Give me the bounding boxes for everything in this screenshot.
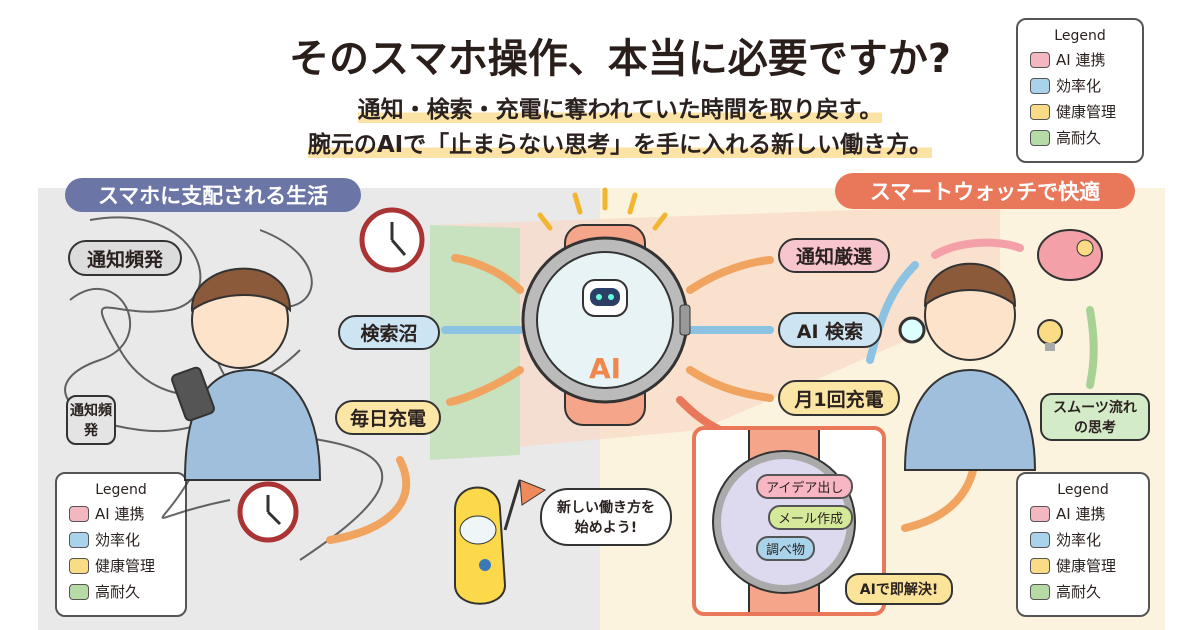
- legend-label: 健康管理: [95, 557, 156, 575]
- stressed-person-icon: [171, 267, 322, 481]
- label-notify-small: 通知頻発: [66, 395, 116, 445]
- brain-icon: [1037, 229, 1103, 281]
- legend-label: AI 連携: [1056, 505, 1106, 523]
- swatch-pink: [1030, 505, 1050, 522]
- swatch-blue: [1030, 531, 1050, 548]
- swatch-blue: [1030, 77, 1050, 94]
- legend-label: 効率化: [1056, 531, 1102, 549]
- smartwatch-icon: [521, 224, 691, 426]
- happy-person-icon: [898, 262, 1037, 471]
- subtitle-1-text: 通知・検索・充電に奪われていた時間を取り戻す。: [357, 97, 883, 123]
- banana-mascot-icon: [454, 479, 547, 605]
- legend-item: 効率化: [1030, 529, 1136, 550]
- label-search-swamp: 検索沼: [338, 315, 440, 350]
- legend-label: 高耐久: [1056, 583, 1102, 601]
- subtitle-1: 通知・検索・充電に奪われていた時間を取り戻す。: [0, 90, 1200, 124]
- legend-bottom-left: Legend AI 連携 効率化 健康管理 高耐久: [55, 472, 187, 617]
- label-notify-frequent: 通知頻発: [68, 240, 182, 276]
- mascot-speech-bubble: 新しい働き方を始めよう!: [540, 488, 672, 546]
- lightbulb-icon: [1037, 319, 1063, 351]
- arrows-left: [326, 254, 524, 544]
- inset-watch-panel: アイデア出し メール作成 調べ物: [692, 426, 886, 616]
- legend-title: Legend: [95, 482, 147, 498]
- swatch-green: [69, 583, 89, 600]
- subtitle-2: 腕元のAIで「止まらない思考」を手に入れる新しい働き方。: [0, 125, 1200, 159]
- swatch-pink: [69, 505, 89, 522]
- legend-label: 高耐久: [1056, 129, 1102, 147]
- legend-label: AI 連携: [1056, 51, 1106, 69]
- legend-item: 高耐久: [1030, 581, 1136, 602]
- label-ai-search: AI 検索: [778, 312, 882, 348]
- legend-top: Legend AI 連携 効率化 健康管理 高耐久: [1016, 18, 1144, 163]
- legend-item: AI 連携: [1030, 503, 1136, 524]
- swatch-green: [1030, 583, 1050, 600]
- left-header: スマホに支配される生活: [65, 178, 361, 212]
- legend-bottom-right: Legend AI 連携 効率化 健康管理 高耐久: [1016, 472, 1150, 617]
- swatch-yellow: [1030, 557, 1050, 574]
- swatch-yellow: [69, 557, 89, 574]
- label-smooth-thinking: スムーツ流れの思考: [1040, 393, 1150, 441]
- legend-item: 効率化: [69, 529, 173, 550]
- chat-bubble: 調べ物: [756, 536, 816, 561]
- legend-item: AI 連携: [1030, 49, 1130, 70]
- legend-item: 健康管理: [1030, 101, 1130, 122]
- label-monthly-charge: 月1回充電: [778, 380, 900, 416]
- legend-item: 健康管理: [1030, 555, 1136, 576]
- label-daily-charge: 毎日充電: [335, 400, 441, 435]
- chat-bubble: アイデア出し: [756, 474, 854, 499]
- clock-icon: [237, 481, 299, 543]
- legend-item: 健康管理: [69, 555, 173, 576]
- swatch-pink: [1030, 51, 1050, 68]
- legend-title: Legend: [1057, 482, 1109, 498]
- legend-item: AI 連携: [69, 503, 173, 524]
- legend-label: 効率化: [95, 531, 141, 549]
- legend-title: Legend: [1054, 28, 1106, 44]
- legend-item: 高耐久: [1030, 127, 1130, 148]
- legend-label: 高耐久: [95, 583, 141, 601]
- legend-label: 健康管理: [1056, 103, 1117, 121]
- swatch-green: [1030, 129, 1050, 146]
- swatch-blue: [69, 531, 89, 548]
- legend-item: 効率化: [1030, 75, 1130, 96]
- label-notify-select: 通知厳選: [778, 238, 890, 273]
- legend-label: AI 連携: [95, 505, 145, 523]
- callout-ai-solve: AIで即解決!: [845, 573, 953, 605]
- legend-item: 高耐久: [69, 581, 173, 602]
- page-title: そのスマホ操作、本当に必要ですか?: [288, 36, 951, 82]
- right-header: スマートウォッチで快適: [835, 173, 1135, 209]
- chat-bubble: メール作成: [768, 505, 854, 530]
- swatch-yellow: [1030, 103, 1050, 120]
- clock-icon: [359, 207, 425, 273]
- legend-label: 健康管理: [1056, 557, 1117, 575]
- ai-badge: AI: [588, 352, 622, 385]
- shine-lines-icon: [537, 187, 668, 231]
- legend-label: 効率化: [1056, 77, 1102, 95]
- subtitle-2-text: 腕元のAIで「止まらない思考」を手に入れる新しい働き方。: [307, 132, 933, 158]
